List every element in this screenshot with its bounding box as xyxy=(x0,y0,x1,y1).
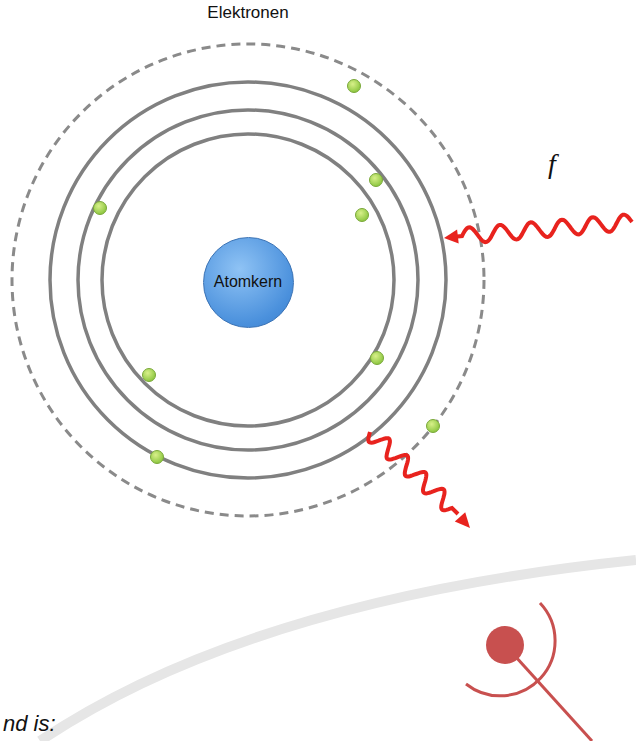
nucleus-circle: Atomkern xyxy=(203,237,294,328)
arrow-head xyxy=(455,512,470,528)
detector xyxy=(466,603,592,741)
electron-shell xyxy=(102,134,394,426)
slide-swoosh xyxy=(40,560,636,741)
frequency-symbol: f xyxy=(548,148,556,180)
electrons-label: Elektronen xyxy=(207,3,288,23)
dashed-shell xyxy=(12,44,484,516)
nucleus-label: Atomkern xyxy=(214,273,282,291)
electrons xyxy=(94,80,440,464)
emitted-photon xyxy=(368,432,458,514)
electron-shell xyxy=(50,82,446,478)
incoming-photon xyxy=(452,215,632,242)
electron-shell xyxy=(78,110,418,450)
slide-text: nd is: xyxy=(3,711,56,737)
arrow-head xyxy=(444,230,459,244)
